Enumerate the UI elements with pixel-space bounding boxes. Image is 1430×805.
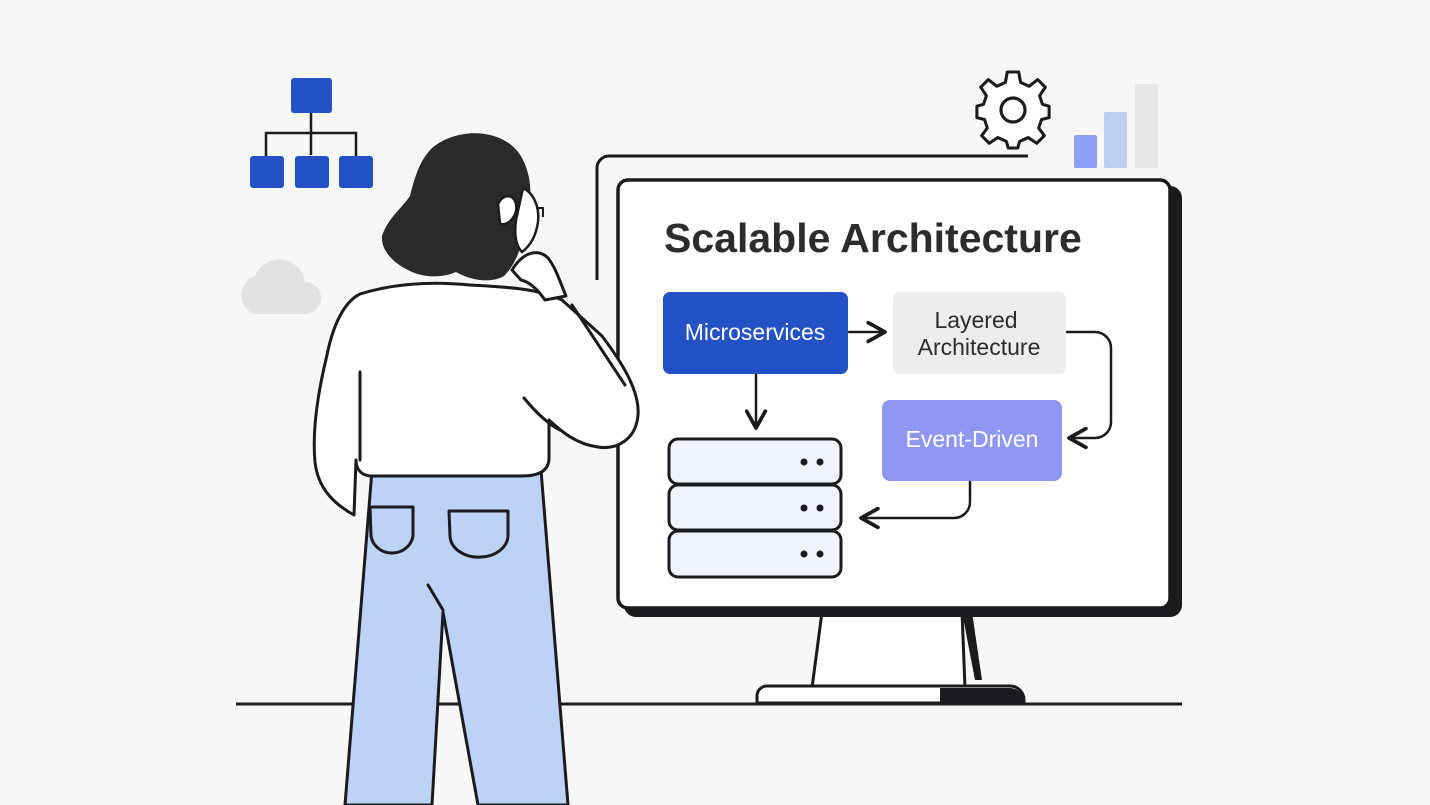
face-profile: [514, 186, 540, 254]
bar-chart-icon: [1074, 84, 1158, 168]
monitor-back-outline: [595, 154, 1028, 280]
arrow-event-to-server: [859, 480, 972, 530]
monitor-stand: [755, 611, 1026, 705]
hand: [510, 251, 568, 302]
cloud-icon: [241, 259, 321, 314]
org-chart-icon: [250, 78, 373, 188]
arrow-layered-to-event: [1065, 330, 1113, 450]
gear-icon: [975, 70, 1051, 150]
person-figure: [312, 133, 640, 805]
event-driven-node: Event-Driven: [882, 400, 1062, 481]
back-pocket-right: [447, 509, 510, 559]
diagram-arrows: [744, 320, 1113, 530]
jeans: [343, 468, 570, 805]
server-unit: [667, 529, 843, 579]
hair: [381, 133, 531, 281]
back-pocket-left: [368, 505, 415, 555]
layered-label-line2: Architecture: [918, 334, 1041, 360]
microservices-node: Microservices: [663, 292, 848, 374]
server-unit: [667, 437, 843, 486]
sweater: [312, 281, 640, 517]
server-stack-icon: [667, 437, 843, 579]
microservices-label: Microservices: [685, 319, 826, 345]
screen-title: Scalable Architecture: [664, 215, 1082, 261]
server-unit: [667, 483, 843, 532]
event-driven-label: Event-Driven: [906, 426, 1039, 452]
layered-label-line1: Layered: [934, 307, 1017, 333]
layered-architecture-node: Layered Architecture: [893, 292, 1066, 374]
